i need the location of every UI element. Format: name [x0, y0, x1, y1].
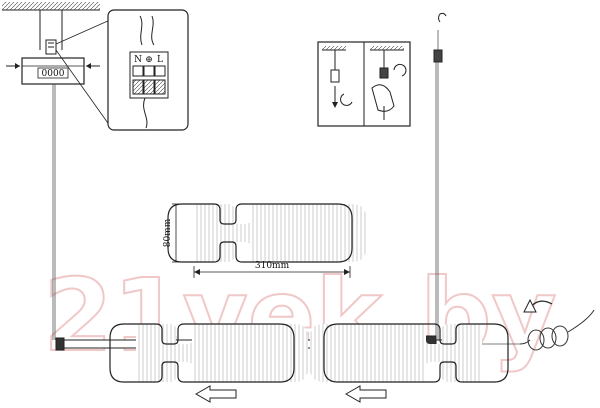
width-label: 310mm: [255, 261, 290, 271]
terminal-label-earth: ⊕: [145, 55, 153, 65]
ceiling-canopy: 0000: [6, 19, 111, 127]
width-dimension: 310mm: [193, 261, 351, 278]
ceiling-left: [2, 2, 100, 50]
lamp-segment-2: [310, 323, 509, 383]
rotate-arrow-icon: [523, 298, 553, 313]
canopy-label: 0000: [42, 69, 65, 79]
left-arrow-icon-2: [344, 385, 387, 403]
terminal-label-l: L: [157, 55, 163, 65]
left-arrow-icon-1: [194, 385, 237, 403]
coiled-cable: [519, 309, 595, 351]
height-label: 80mm: [163, 218, 173, 247]
right-cable: [433, 12, 447, 340]
left-cable: [52, 84, 56, 340]
install-detail: [317, 41, 411, 127]
dimension-drawing: [167, 203, 366, 263]
terminal-label-n: N: [134, 55, 142, 65]
height-dimension: 80mm: [163, 203, 180, 263]
lamp-segment-1: [109, 323, 308, 383]
terminal-detail: N ⊕ L: [107, 9, 189, 131]
